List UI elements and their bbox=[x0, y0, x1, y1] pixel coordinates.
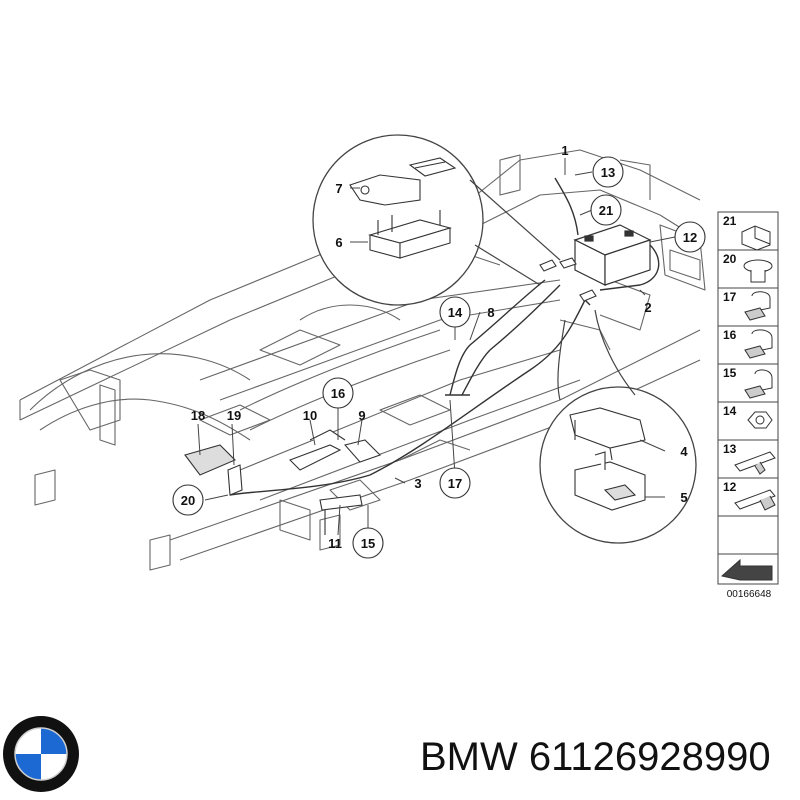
clamp-nut-icon bbox=[744, 291, 771, 321]
bmw-logo: B M W bbox=[3, 716, 79, 792]
svg-text:15: 15 bbox=[361, 536, 375, 551]
clamp-nut-icon bbox=[744, 329, 773, 359]
svg-text:14: 14 bbox=[448, 305, 463, 320]
detail-circle-top bbox=[312, 134, 561, 306]
callout-12: 12 bbox=[674, 221, 706, 253]
legend-label-12: 12 bbox=[723, 480, 737, 494]
part-number: 61126928990 bbox=[528, 735, 771, 779]
callout-17: 17 bbox=[439, 467, 471, 499]
legend-label-20: 20 bbox=[723, 252, 737, 266]
plug-icon bbox=[743, 259, 773, 283]
callout-16: 16 bbox=[322, 377, 354, 409]
svg-text:B: B bbox=[13, 727, 25, 739]
svg-text:20: 20 bbox=[181, 493, 195, 508]
callout-10: 10 bbox=[303, 408, 317, 423]
callout-21: 21 bbox=[590, 194, 622, 226]
reference-code: 00166648 bbox=[727, 589, 772, 600]
direction-arrow-icon bbox=[720, 558, 773, 581]
svg-text:16: 16 bbox=[331, 386, 345, 401]
part-label: BMW 61126928990 bbox=[420, 735, 771, 780]
brand-name: BMW bbox=[420, 735, 518, 779]
leader-lines bbox=[197, 158, 676, 536]
callout-1: 1 bbox=[561, 143, 568, 158]
clamp-nut-icon bbox=[744, 369, 773, 399]
callout-2: 2 bbox=[644, 300, 651, 315]
detail-circle-bottom bbox=[539, 309, 697, 544]
legend-label-14: 14 bbox=[723, 404, 737, 418]
battery-cables bbox=[229, 177, 660, 496]
strip-clip-icon bbox=[734, 489, 776, 511]
clip-icon bbox=[741, 225, 771, 251]
callout-15: 15 bbox=[352, 527, 384, 559]
brackets bbox=[184, 257, 597, 535]
callout-8: 8 bbox=[487, 305, 494, 320]
legend-label-21: 21 bbox=[723, 214, 737, 228]
legend-label-13: 13 bbox=[723, 442, 737, 456]
callout-20: 20 bbox=[172, 484, 204, 516]
callout-6: 6 bbox=[335, 235, 342, 250]
callout-11: 11 bbox=[328, 536, 342, 551]
callout-19: 19 bbox=[227, 408, 241, 423]
svg-text:21: 21 bbox=[599, 203, 613, 218]
svg-text:12: 12 bbox=[683, 230, 697, 245]
legend-label-17: 17 bbox=[723, 290, 737, 304]
callout-13: 13 bbox=[592, 156, 624, 188]
callout-14: 14 bbox=[439, 296, 471, 328]
strip-clip-icon bbox=[734, 451, 776, 475]
parts-legend: 21 20 17 16 15 14 13 12 bbox=[717, 211, 779, 600]
legend-label-16: 16 bbox=[723, 328, 737, 342]
callout-7: 7 bbox=[335, 181, 342, 196]
plain-callouts: 1 2 3 4 5 6 7 8 9 10 11 18 19 bbox=[191, 143, 689, 551]
callout-9: 9 bbox=[358, 408, 365, 423]
callout-18: 18 bbox=[191, 408, 205, 423]
callout-3: 3 bbox=[414, 476, 421, 491]
circled-callouts: 13 21 12 14 16 17 15 20 bbox=[172, 156, 706, 559]
svg-text:17: 17 bbox=[448, 476, 462, 491]
legend-label-15: 15 bbox=[723, 366, 737, 380]
battery bbox=[573, 224, 652, 286]
callout-4: 4 bbox=[680, 444, 688, 459]
callout-5: 5 bbox=[680, 490, 687, 505]
svg-text:M: M bbox=[37, 719, 45, 729]
svg-text:13: 13 bbox=[601, 165, 615, 180]
hex-nut-icon bbox=[747, 411, 773, 429]
